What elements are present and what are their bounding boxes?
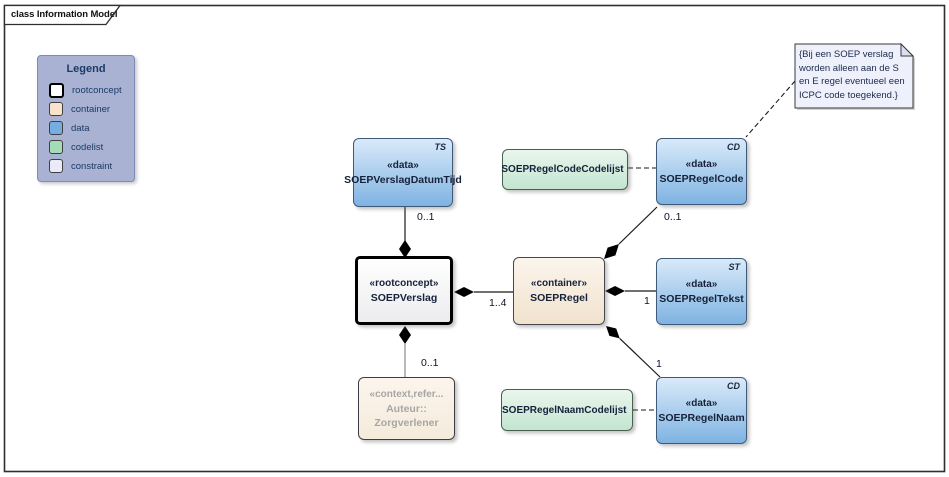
aggregation-diamond bbox=[399, 326, 411, 344]
class-soepverslagdatumtijd[interactable]: TS «data» SOEPVerslagDatumTijd bbox=[344, 138, 462, 207]
constraint-note bbox=[794, 43, 914, 109]
class-name: SOEPRegelCode bbox=[659, 172, 744, 185]
constraint-swatch bbox=[49, 159, 63, 173]
type-tag: CD bbox=[727, 381, 740, 391]
legend-item-label: rootconcept bbox=[72, 84, 122, 96]
class-name: SOEPVerslagDatumTijd bbox=[344, 173, 462, 186]
rootconcept-swatch bbox=[49, 82, 64, 98]
stereotype: «rootconcept» bbox=[369, 277, 439, 289]
class-name: SOEPRegelNaamCodelijst bbox=[502, 404, 627, 416]
aggregation-diamond bbox=[604, 244, 619, 259]
aggregation-diamond bbox=[399, 240, 411, 258]
legend-item-label: codelist bbox=[71, 141, 104, 153]
stereotype: «data» bbox=[387, 159, 419, 171]
class-soepverslag[interactable]: «rootconcept» SOEPVerslag bbox=[355, 256, 453, 325]
legend-item-label: data bbox=[71, 122, 90, 134]
diagram-tab-title: class Information Model bbox=[11, 9, 118, 20]
multiplicity-regel-naam: 1 bbox=[656, 358, 662, 370]
diagram-frame bbox=[3, 4, 946, 473]
aggregation-diamond bbox=[605, 286, 625, 296]
legend-item-codelist: codelist bbox=[38, 140, 134, 154]
class-subname: Zorgverlener bbox=[374, 416, 439, 429]
class-soepregelcodecodelijst[interactable]: SOEPRegelCodeCodelijst bbox=[501, 149, 628, 190]
class-name: SOEPRegelNaam bbox=[658, 411, 745, 424]
aggregation-diamond bbox=[606, 326, 620, 339]
class-name: SOEPRegelCodeCodelijst bbox=[501, 164, 624, 175]
constraint-note-text: {Bij een SOEP verslag worden alleen aan … bbox=[799, 49, 905, 101]
legend-item-label: constraint bbox=[71, 160, 113, 172]
legend-item-label: container bbox=[71, 103, 111, 115]
stereotype: «data» bbox=[685, 397, 718, 409]
multiplicity-verslag-regel: 1..4 bbox=[489, 297, 507, 309]
container-swatch bbox=[49, 102, 63, 116]
multiplicity-regel-tekst: 1 bbox=[644, 295, 650, 307]
codelist-document-icon bbox=[631, 409, 632, 411]
stereotype: «data» bbox=[685, 158, 718, 170]
class-auteur-zorgverlener[interactable]: «context,refer... Auteur:: Zorgverlener bbox=[358, 377, 455, 440]
legend-title: Legend bbox=[66, 63, 106, 75]
multiplicity-verslag-datumtijd: 0..1 bbox=[417, 211, 435, 223]
aggregation-diamond bbox=[454, 287, 474, 297]
class-name: SOEPRegel bbox=[530, 292, 588, 304]
class-name: SOEPVerslag bbox=[370, 291, 438, 304]
class-soepregeltekst[interactable]: ST «data» SOEPRegelTekst bbox=[656, 258, 747, 325]
type-tag: CD bbox=[727, 142, 740, 152]
codelist-swatch bbox=[49, 140, 63, 154]
class-name: Auteur:: bbox=[386, 402, 427, 415]
multiplicity-verslag-auteur: 0..1 bbox=[421, 357, 439, 369]
class-soepregelnaam[interactable]: CD «data» SOEPRegelNaam bbox=[656, 377, 747, 444]
class-name: SOEPRegelTekst bbox=[659, 292, 744, 305]
legend-item-constraint: constraint bbox=[38, 159, 134, 173]
type-tag: ST bbox=[728, 262, 740, 272]
type-tag: TS bbox=[434, 142, 446, 152]
diagram-tab bbox=[3, 4, 122, 26]
class-soepregel[interactable]: «container» SOEPRegel bbox=[513, 257, 605, 325]
class-soepregelnaamcodelijst[interactable]: SOEPRegelNaamCodelijst bbox=[501, 389, 633, 431]
stereotype: «data» bbox=[685, 278, 718, 290]
stereotype: «container» bbox=[530, 278, 588, 289]
legend-item-data: data bbox=[38, 121, 134, 135]
stereotype: «context,refer... bbox=[369, 388, 444, 400]
data-swatch bbox=[49, 121, 63, 135]
legend: Legend rootconcept container data codeli… bbox=[37, 55, 135, 182]
legend-item-container: container bbox=[38, 102, 134, 116]
legend-item-rootconcept: rootconcept bbox=[38, 82, 134, 98]
note-fold-corner bbox=[900, 42, 915, 57]
class-soepregelcode[interactable]: CD «data» SOEPRegelCode bbox=[656, 138, 747, 205]
multiplicity-regel-code: 0..1 bbox=[664, 211, 682, 223]
